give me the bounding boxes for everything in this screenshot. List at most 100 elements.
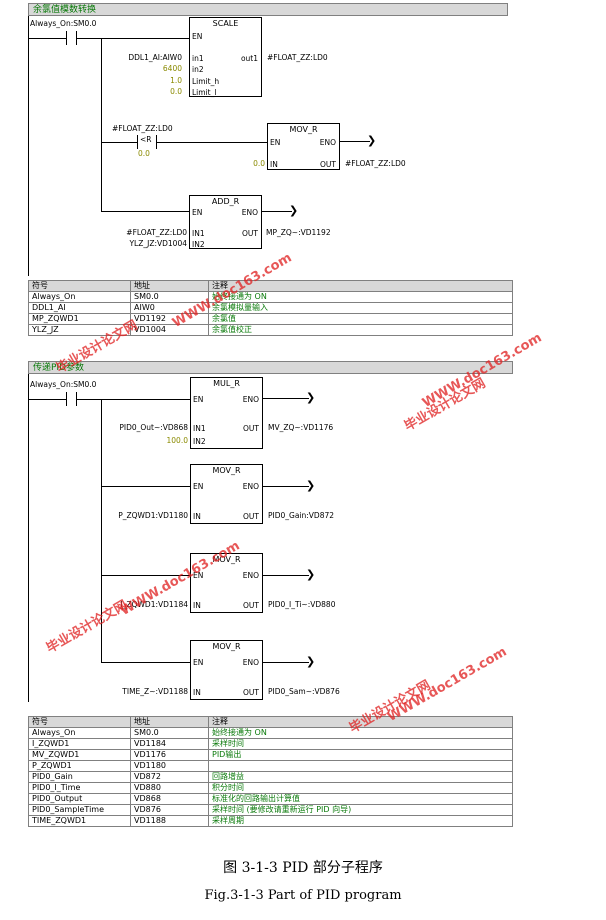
branch-vertical-1 (101, 38, 102, 211)
cell-comment: 采样时间 (208, 738, 513, 750)
cell-comment (208, 760, 513, 772)
cell-symbol: DDL1_AI (28, 302, 131, 314)
arrow-icon: ❯ (306, 568, 316, 581)
table-row: MP_ZQWD1 VD1192 余氯值 (28, 313, 513, 325)
mul-r-out: OUT (243, 424, 259, 433)
cell-symbol: P_ZQWD1 (28, 760, 131, 772)
wire (156, 142, 267, 143)
arrow-icon: ❯ (367, 134, 377, 147)
wire (263, 575, 309, 576)
mov-r-block-4[interactable]: MOV_R EN ENO IN OUT (190, 640, 263, 700)
wire (101, 575, 190, 576)
cell-symbol: I_ZQWD1 (28, 738, 131, 750)
figure-caption-zh: 图 3-1-3 PID 部分子程序 (223, 860, 383, 876)
wire (28, 38, 66, 39)
scale-limit-h-value: 1.0 (170, 76, 182, 85)
compare-bar-left (137, 135, 138, 149)
arrow-icon: ❯ (306, 655, 316, 668)
add-r-block[interactable]: ADD_R EN ENO IN1 IN2 OUT (189, 195, 262, 249)
mov-r-block-1[interactable]: MOV_R EN ENO IN OUT (267, 123, 340, 170)
mov-r-in-source: I_ZQWD1:VD1184 (120, 600, 189, 609)
contact-bar-left (66, 31, 67, 45)
cell-comment: 采样周期 (208, 815, 513, 827)
watermark-cn: 毕业设计论文网 (402, 375, 489, 435)
power-rail-1 (28, 16, 29, 276)
mov-r-out-destination: PID0_Gain:VD872 (268, 511, 335, 520)
mul-r-in2-value: 100.0 (166, 436, 188, 445)
mov-r-block-3[interactable]: MOV_R EN ENO IN OUT (190, 553, 263, 613)
cell-comment: 余氯值 (208, 313, 513, 325)
mul-r-title: MUL_R (213, 379, 240, 388)
cell-comment: 余氯模拟量输入 (208, 302, 513, 314)
wire (262, 211, 292, 212)
mov-r-eno: ENO (319, 138, 336, 147)
add-r-out-destination: MP_ZQ~:VD1192 (266, 228, 331, 237)
add-r-in1-source: #FLOAT_ZZ:LD0 (126, 228, 187, 237)
mul-r-block[interactable]: MUL_R EN ENO IN1 IN2 OUT (190, 377, 263, 449)
mov-r-eno: ENO (242, 658, 259, 667)
mov-r-in: IN (193, 688, 201, 697)
mov-r-en: EN (270, 138, 281, 147)
mov-r-eno: ENO (242, 482, 259, 491)
cell-address: VD1180 (130, 760, 209, 772)
cell-comment: 回路增益 (208, 771, 513, 783)
mov-r-out: OUT (320, 160, 336, 169)
scale-limit-l-value: 0.0 (170, 87, 182, 96)
cell-symbol: PID0_I_Time (28, 782, 131, 794)
cell-address: VD868 (130, 793, 209, 805)
mov-r-en: EN (193, 571, 204, 580)
add-r-out: OUT (242, 229, 258, 238)
contact-bar-left (66, 392, 67, 406)
col-header-address: 地址 (130, 280, 209, 292)
compare-operand-top: #FLOAT_ZZ:LD0 (112, 124, 173, 133)
scale-title: SCALE (212, 19, 239, 28)
scale-block[interactable]: SCALE EN in1 in2 Limit_h Limit_l out1 (189, 17, 262, 97)
cell-symbol: Always_On (28, 727, 131, 739)
cell-address: VD1004 (130, 324, 209, 336)
mul-r-in1: IN1 (193, 424, 206, 433)
symbol-table-1: 符号 地址 注释 Always_On SM0.0 始终接通为 ON DDL1_A… (28, 280, 513, 336)
add-r-eno: ENO (241, 208, 258, 217)
wire (101, 662, 190, 663)
watermark-cn: 毕业设计论文网 (44, 597, 131, 657)
table-row: YLZ_JZ VD1004 余氯值校正 (28, 324, 513, 336)
power-rail-2 (28, 374, 29, 702)
scale-out1-destination: #FLOAT_ZZ:LD0 (267, 53, 328, 62)
mul-r-eno: ENO (242, 395, 259, 404)
wire (28, 399, 66, 400)
figure-caption-en: Fig.3-1-3 Part of PID program (204, 888, 402, 903)
cell-symbol: Always_On (28, 291, 131, 303)
mov-r-title: MOV_R (212, 555, 241, 564)
mov-r-in: IN (270, 160, 278, 169)
section1-header-text: 余氯值模数转换 (33, 5, 97, 15)
arrow-icon: ❯ (306, 391, 316, 404)
mov-r-in: IN (193, 512, 201, 521)
wire (340, 141, 370, 142)
cell-address: VD1184 (130, 738, 209, 750)
contact-label-2: Always_On:SM0.0 (30, 380, 97, 389)
mov-r-in-value: 0.0 (253, 159, 265, 168)
cell-address: SM0.0 (130, 291, 209, 303)
branch-vertical-2 (101, 399, 102, 662)
mov-r-title: MOV_R (212, 466, 241, 475)
cell-address: VD1176 (130, 749, 209, 761)
scale-in2: in2 (192, 65, 204, 74)
mov-r-block-2[interactable]: MOV_R EN ENO IN OUT (190, 464, 263, 524)
wire (76, 38, 189, 39)
mov-r-out-destination: PID0_I_Ti~:VD880 (268, 600, 336, 609)
mov-r-out-destination: PID0_Sam~:VD876 (268, 687, 340, 696)
wire (76, 399, 190, 400)
section2-header: 传递PID参数 (28, 361, 513, 374)
mov-r-out-destination: #FLOAT_ZZ:LD0 (345, 159, 406, 168)
add-r-en: EN (192, 208, 203, 217)
table-row: Always_On SM0.0 始终接通为 ON (28, 291, 513, 303)
scale-in1-source: DDL1_AI:AIW0 (128, 53, 182, 62)
arrow-icon: ❯ (289, 204, 299, 217)
add-r-title: ADD_R (211, 197, 240, 206)
